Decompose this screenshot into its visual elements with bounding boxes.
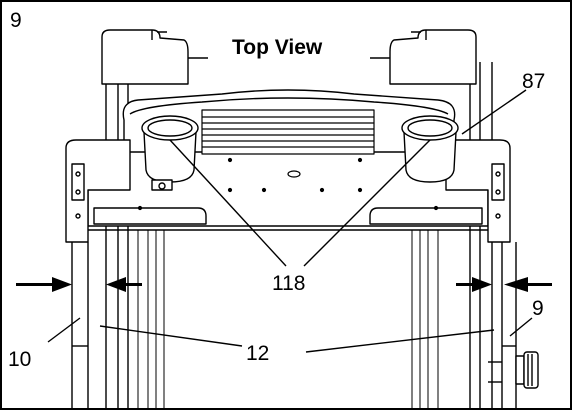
callout-9: 9: [532, 297, 544, 320]
figure-title: Top View: [232, 36, 323, 59]
adjustment-knob: [515, 351, 539, 389]
cup-holder-left: [141, 115, 199, 191]
callout-12: 12: [246, 342, 270, 365]
vent-grille: [137, 109, 439, 211]
callout-118: 118: [272, 272, 306, 295]
callout-10: 10: [8, 348, 32, 371]
alignment-arrows: [16, 277, 552, 292]
rear-end-caps: [101, 29, 477, 85]
callout-87: 87: [522, 70, 546, 93]
cup-holder-right: [401, 115, 459, 183]
lower-frame: [71, 242, 517, 408]
step-number: 9: [10, 9, 22, 32]
belt-lines: [137, 230, 439, 408]
callout-leader-lines: [47, 89, 533, 353]
